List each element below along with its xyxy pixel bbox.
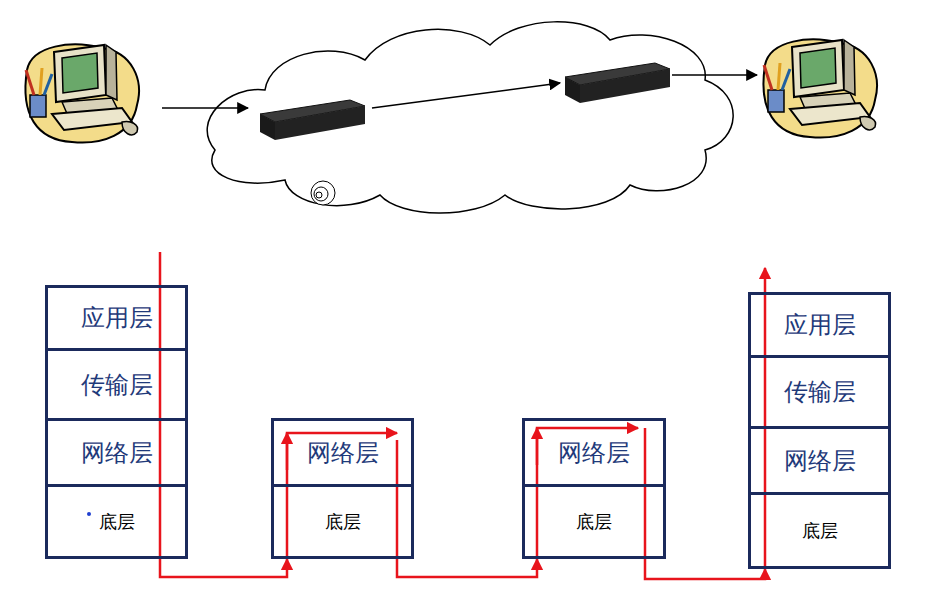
layer-name: 底层 [99,510,135,534]
layer-name: 底层 [802,519,838,543]
layer-name: 应用层 [784,309,856,341]
layer-box: 传输层 [45,348,188,421]
layer-box: 网络层 [748,426,891,495]
layer-box: 网络层 [45,418,188,487]
layer-name: 底层 [325,510,361,534]
layer-box: 底层 [522,484,666,559]
layer-name: 网络层 [81,437,153,469]
layer-box: 底层 [45,484,188,559]
layer-box: 传输层 [748,355,891,429]
data-path-arrow [397,559,537,577]
layer-box: 网络层 [271,418,414,487]
layer-box: 应用层 [748,292,891,358]
data-path-arrow [160,559,287,577]
layer-box: 底层 [748,492,891,569]
layer-box: 网络层 [522,418,666,487]
layer-name: 传输层 [81,369,153,401]
layer-name: 网络层 [558,437,630,469]
layer-name: 网络层 [307,437,379,469]
layer-name: 网络层 [784,445,856,477]
layer-name: 应用层 [81,302,153,334]
layer-name: 底层 [576,510,612,534]
layer-name: 传输层 [784,376,856,408]
layer-box: 应用层 [45,285,188,351]
data-path-arrow [645,559,765,579]
layer-box: 底层 [271,484,414,559]
